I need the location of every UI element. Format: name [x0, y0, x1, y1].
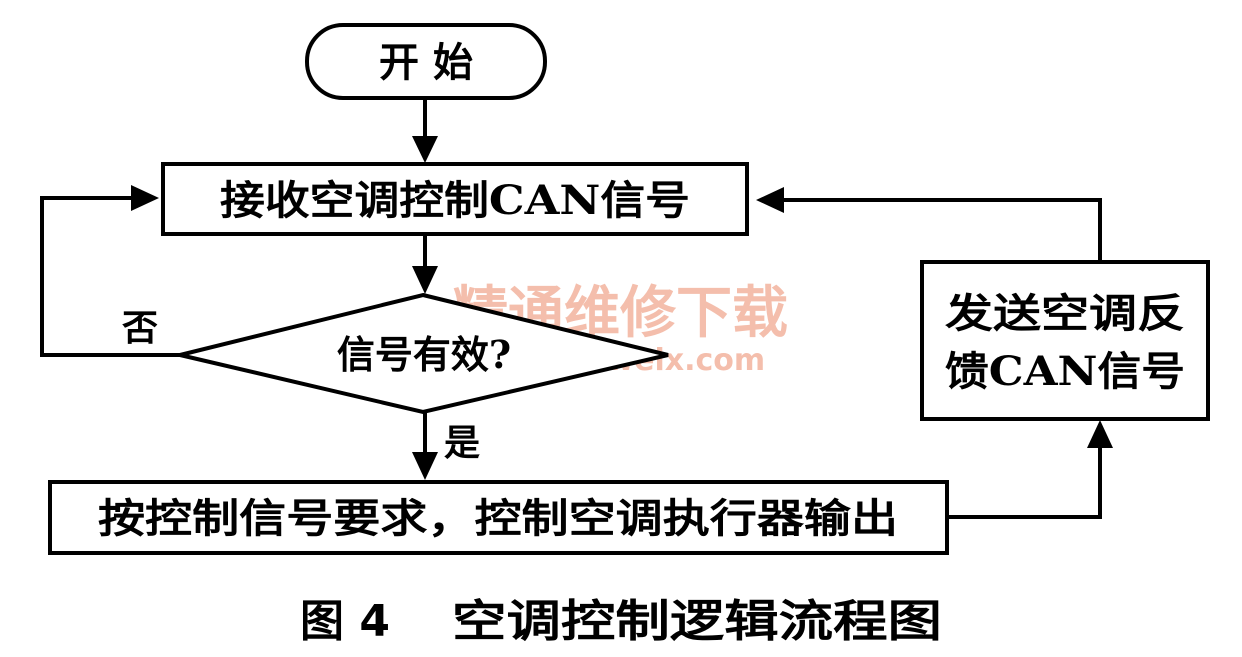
- edge-feedback-to-receive: [770, 198, 1102, 262]
- yes-label: 是: [444, 422, 480, 464]
- decision-label: 信号有效?: [337, 332, 511, 377]
- figure-number: 图 4: [300, 596, 390, 647]
- arrowhead-execute-to-feedback: [1087, 420, 1113, 448]
- start-node: 开 始: [305, 23, 547, 100]
- feedback-shape: [920, 260, 1210, 421]
- receive-label: 接收空调控制CAN信号: [220, 177, 690, 224]
- arrowhead-decision-to-execute: [412, 452, 438, 480]
- feedback-node: 发送空调反 馈CAN信号: [920, 260, 1210, 421]
- receive-shape: [161, 162, 749, 236]
- execute-node: 按控制信号要求，控制空调执行器输出: [48, 480, 949, 555]
- no-label: 否: [122, 307, 158, 349]
- decision-shape: [179, 292, 669, 415]
- figure-caption: 图 4 空调控制逻辑流程图: [300, 596, 942, 647]
- feedback-label-line1: 发送空调反: [945, 290, 1185, 337]
- start-label: 开 始: [379, 39, 473, 86]
- edges: [40, 98, 1113, 519]
- arrowhead-no-loop: [131, 185, 159, 211]
- execute-shape: [48, 480, 949, 555]
- feedback-label-line2: 馈CAN信号: [945, 348, 1185, 395]
- execute-label: 按控制信号要求，控制空调执行器输出: [98, 495, 898, 542]
- arrowhead-feedback-to-receive: [756, 187, 784, 213]
- decision-node: 信号有效?: [179, 292, 669, 415]
- receive-node: 接收空调控制CAN信号: [161, 162, 749, 236]
- start-shape: [305, 23, 547, 100]
- arrowhead-start-to-receive: [412, 136, 438, 163]
- edge-execute-to-feedback: [947, 435, 1102, 519]
- figure-title: 空调控制逻辑流程图: [452, 596, 942, 647]
- edge-decision-no-loop: [40, 196, 180, 357]
- arrowhead-receive-to-decision: [412, 266, 438, 294]
